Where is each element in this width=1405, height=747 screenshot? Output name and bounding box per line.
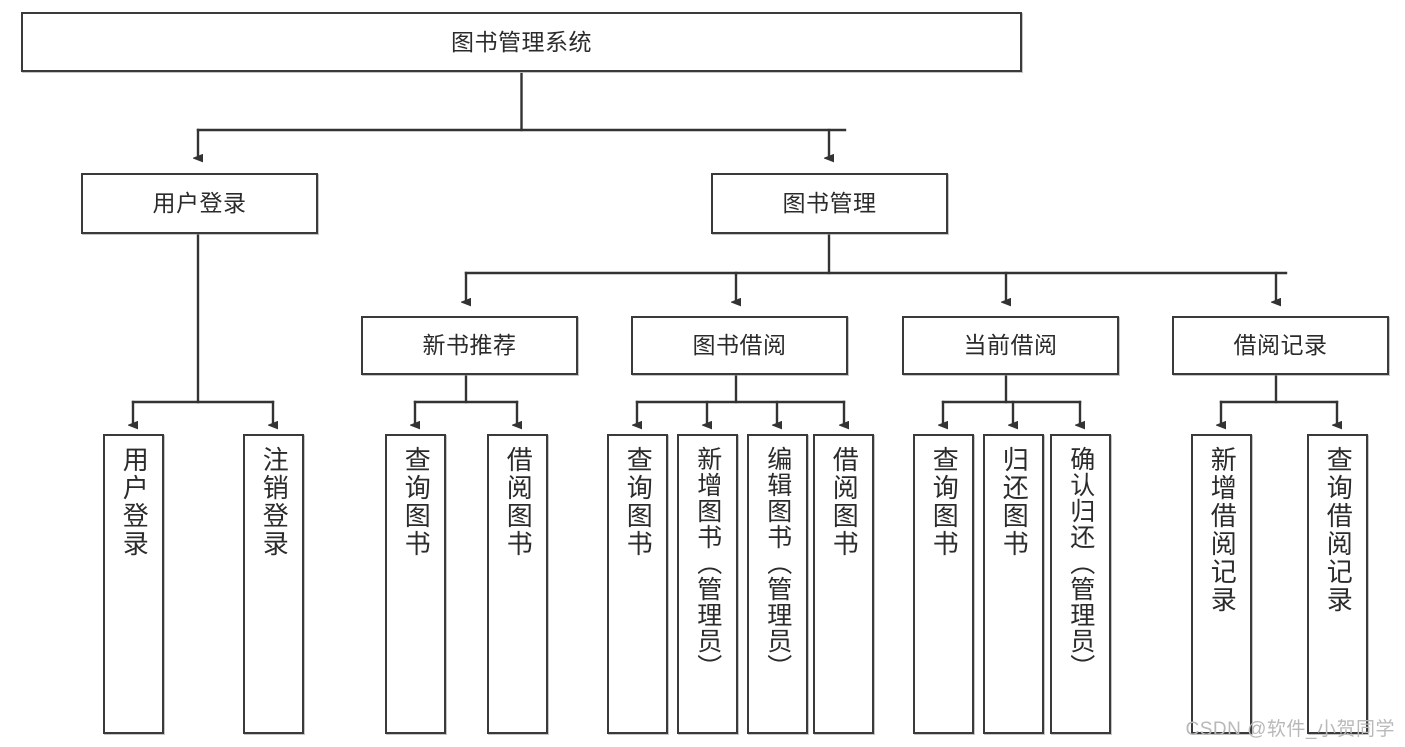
leaf-book-borrow-2[interactable]: 新增图书（管理员） <box>677 434 738 734</box>
node-user-login-label: 用户登录 <box>152 190 247 216</box>
leaf-current-borrow-1-label: 查询图书 <box>929 446 960 558</box>
leaf-user-login-1[interactable]: 用户登录 <box>103 434 164 734</box>
node-new-book-recommend-label: 新书推荐 <box>422 332 517 358</box>
leaf-book-borrow-4-label: 借阅图书 <box>829 446 860 558</box>
leaf-user-login-2[interactable]: 注销登录 <box>243 434 304 734</box>
node-book-manage[interactable]: 图书管理 <box>711 173 948 234</box>
leaf-new-book-1[interactable]: 查询图书 <box>385 434 446 734</box>
leaf-book-borrow-3-label: 编辑图书（管理员） <box>763 446 792 680</box>
node-root-label: 图书管理系统 <box>451 28 592 55</box>
node-user-login[interactable]: 用户登录 <box>81 173 318 234</box>
leaf-user-login-1-label: 用户登录 <box>119 446 150 558</box>
leaf-current-borrow-3-label: 确认归还（管理员） <box>1066 446 1095 680</box>
leaf-borrow-record-2-label: 查询借阅记录 <box>1323 446 1354 614</box>
node-new-book-recommend[interactable]: 新书推荐 <box>361 316 578 375</box>
leaf-current-borrow-2[interactable]: 归还图书 <box>983 434 1044 734</box>
leaf-new-book-2-label: 借阅图书 <box>503 446 534 558</box>
leaf-book-borrow-3[interactable]: 编辑图书（管理员） <box>747 434 808 734</box>
node-root[interactable]: 图书管理系统 <box>21 12 1022 72</box>
leaf-borrow-record-1-label: 新增借阅记录 <box>1207 446 1238 614</box>
node-borrow-record[interactable]: 借阅记录 <box>1172 316 1389 375</box>
leaf-book-borrow-2-label: 新增图书（管理员） <box>693 446 722 680</box>
leaf-new-book-1-label: 查询图书 <box>401 446 432 558</box>
leaf-current-borrow-3[interactable]: 确认归还（管理员） <box>1050 434 1111 734</box>
node-book-borrow[interactable]: 图书借阅 <box>631 316 848 375</box>
leaf-borrow-record-1[interactable]: 新增借阅记录 <box>1191 434 1252 734</box>
node-book-borrow-label: 图书借阅 <box>692 332 787 358</box>
node-book-manage-label: 图书管理 <box>782 190 877 216</box>
leaf-book-borrow-1-label: 查询图书 <box>623 446 654 558</box>
leaf-borrow-record-2[interactable]: 查询借阅记录 <box>1307 434 1368 734</box>
node-current-borrow[interactable]: 当前借阅 <box>902 316 1119 375</box>
leaf-user-login-2-label: 注销登录 <box>259 446 290 558</box>
node-borrow-record-label: 借阅记录 <box>1233 332 1328 358</box>
leaf-current-borrow-1[interactable]: 查询图书 <box>913 434 974 734</box>
leaf-book-borrow-1[interactable]: 查询图书 <box>607 434 668 734</box>
leaf-current-borrow-2-label: 归还图书 <box>999 446 1030 558</box>
leaf-new-book-2[interactable]: 借阅图书 <box>487 434 548 734</box>
leaf-book-borrow-4[interactable]: 借阅图书 <box>813 434 874 734</box>
node-current-borrow-label: 当前借阅 <box>963 332 1058 358</box>
